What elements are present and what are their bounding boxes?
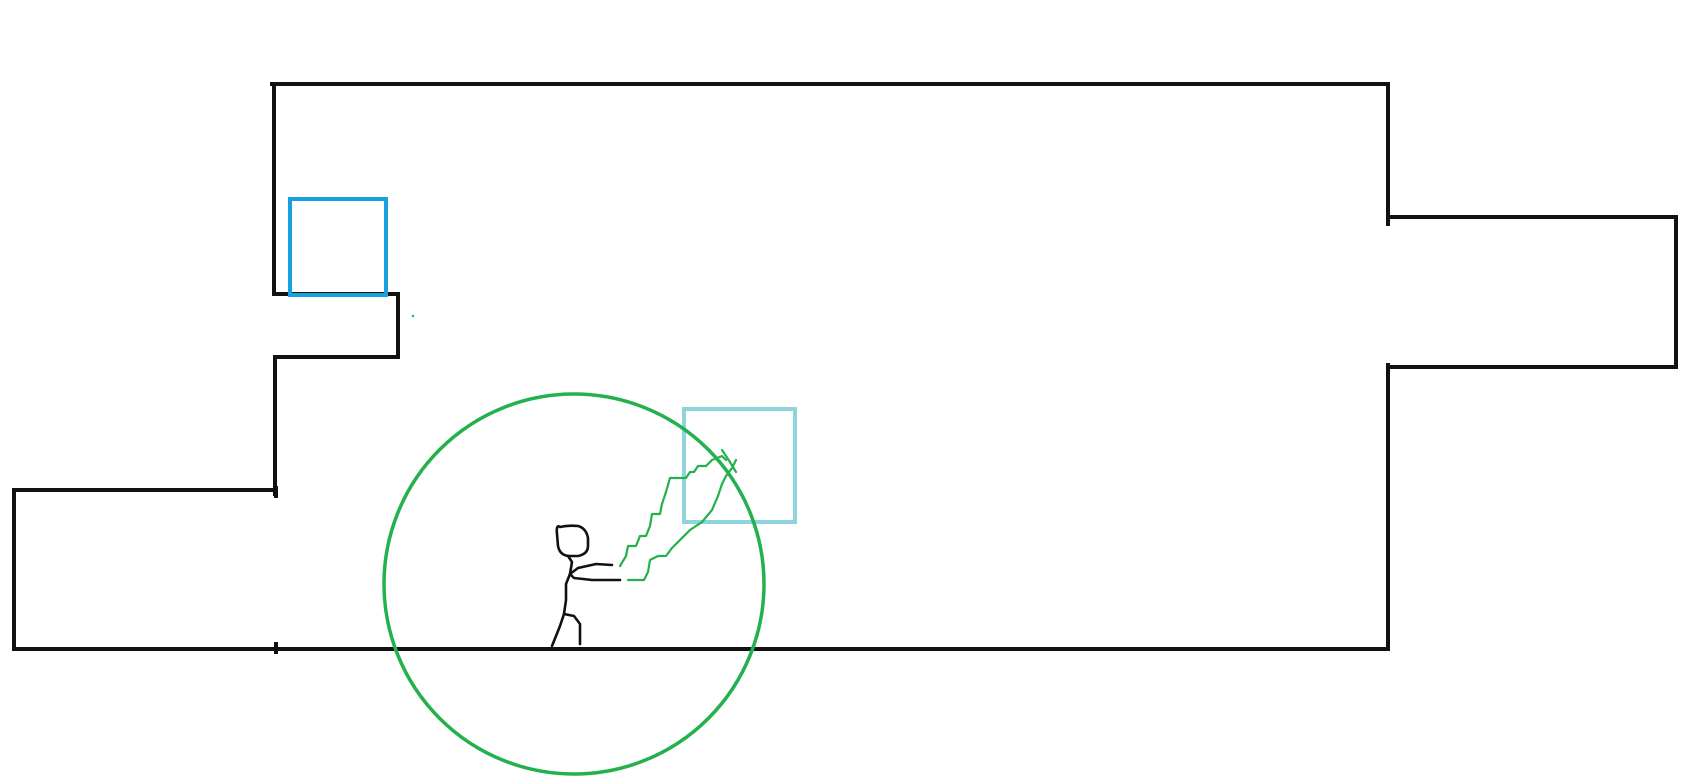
- beam-upper-edge: [618, 454, 728, 568]
- right-annex-wall: [1386, 215, 1678, 369]
- beam-lower-edge: [626, 458, 738, 582]
- left-annex-wall: [12, 488, 278, 651]
- stick-figure-arm-lower: [568, 572, 622, 582]
- left-upper-wall: [272, 82, 400, 496]
- green-beam: [618, 448, 738, 582]
- green-range-circle: [382, 392, 766, 776]
- stick-figure-arm-upper: [568, 562, 614, 576]
- stick-figure-left-leg: [550, 612, 566, 648]
- stick-figure: [550, 524, 622, 648]
- right-lower-wall: [273, 363, 1390, 651]
- blue-square: [288, 197, 388, 297]
- stick-figure-right-leg: [562, 612, 582, 646]
- stick-figure-body: [562, 554, 574, 616]
- stray-dot: [411, 314, 415, 318]
- top-wall: [270, 82, 1390, 226]
- stick-figure-head: [555, 524, 590, 558]
- room-outline: [12, 82, 1678, 654]
- light-blue-square: [682, 407, 797, 524]
- beam-tip: [720, 448, 738, 474]
